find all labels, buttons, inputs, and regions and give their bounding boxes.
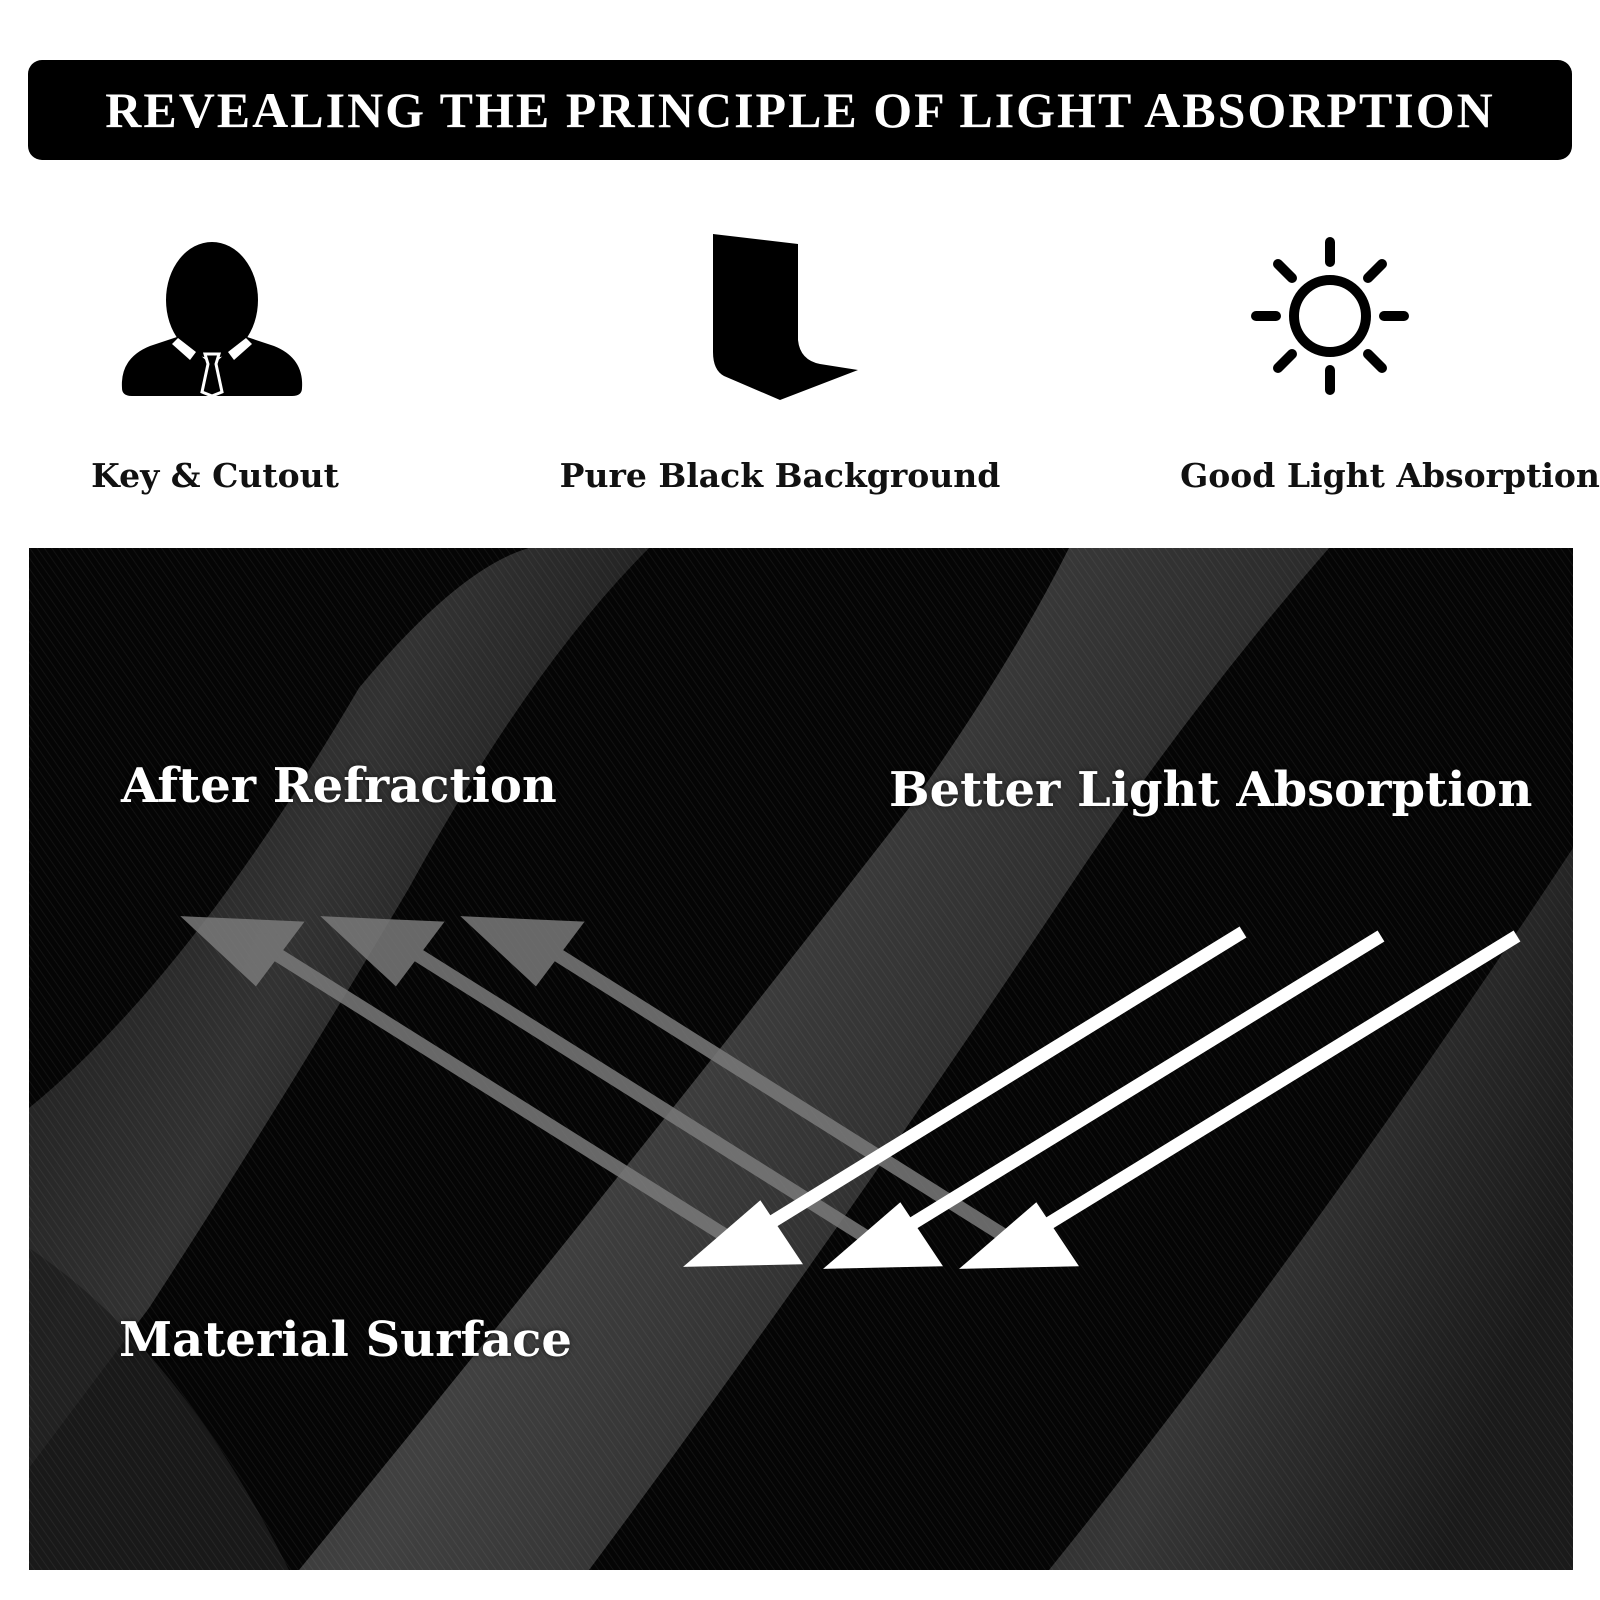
after-refraction-label: After Refraction [121,758,557,814]
sun-icon [1251,237,1409,395]
page-title: REVEALING THE PRINCIPLE OF LIGHT ABSORPT… [105,82,1495,138]
feature-good-light-absorption: Good Light Absorption [1120,228,1600,508]
title-banner: REVEALING THE PRINCIPLE OF LIGHT ABSORPT… [28,60,1572,160]
feature-label-pure-black-background: Pure Black Background [559,456,1001,495]
material-surface-label: Material Surface [119,1312,572,1368]
feature-pure-black-background: Pure Black Background [540,228,1020,508]
fabric-diagram: After Refraction Better Light Absorption… [29,548,1573,1570]
feature-key-cutout: Key & Cutout [0,228,480,508]
feature-label-good-light-absorption: Good Light Absorption [1180,456,1600,495]
backdrop-icon [713,234,858,400]
fabric-texture [29,548,1573,1570]
better-light-absorption-label: Better Light Absorption [889,762,1533,818]
refracted-arrows [180,916,1015,1246]
feature-label-key-cutout: Key & Cutout [91,456,339,495]
person-icon [121,242,303,398]
incoming-arrows [683,926,1521,1269]
